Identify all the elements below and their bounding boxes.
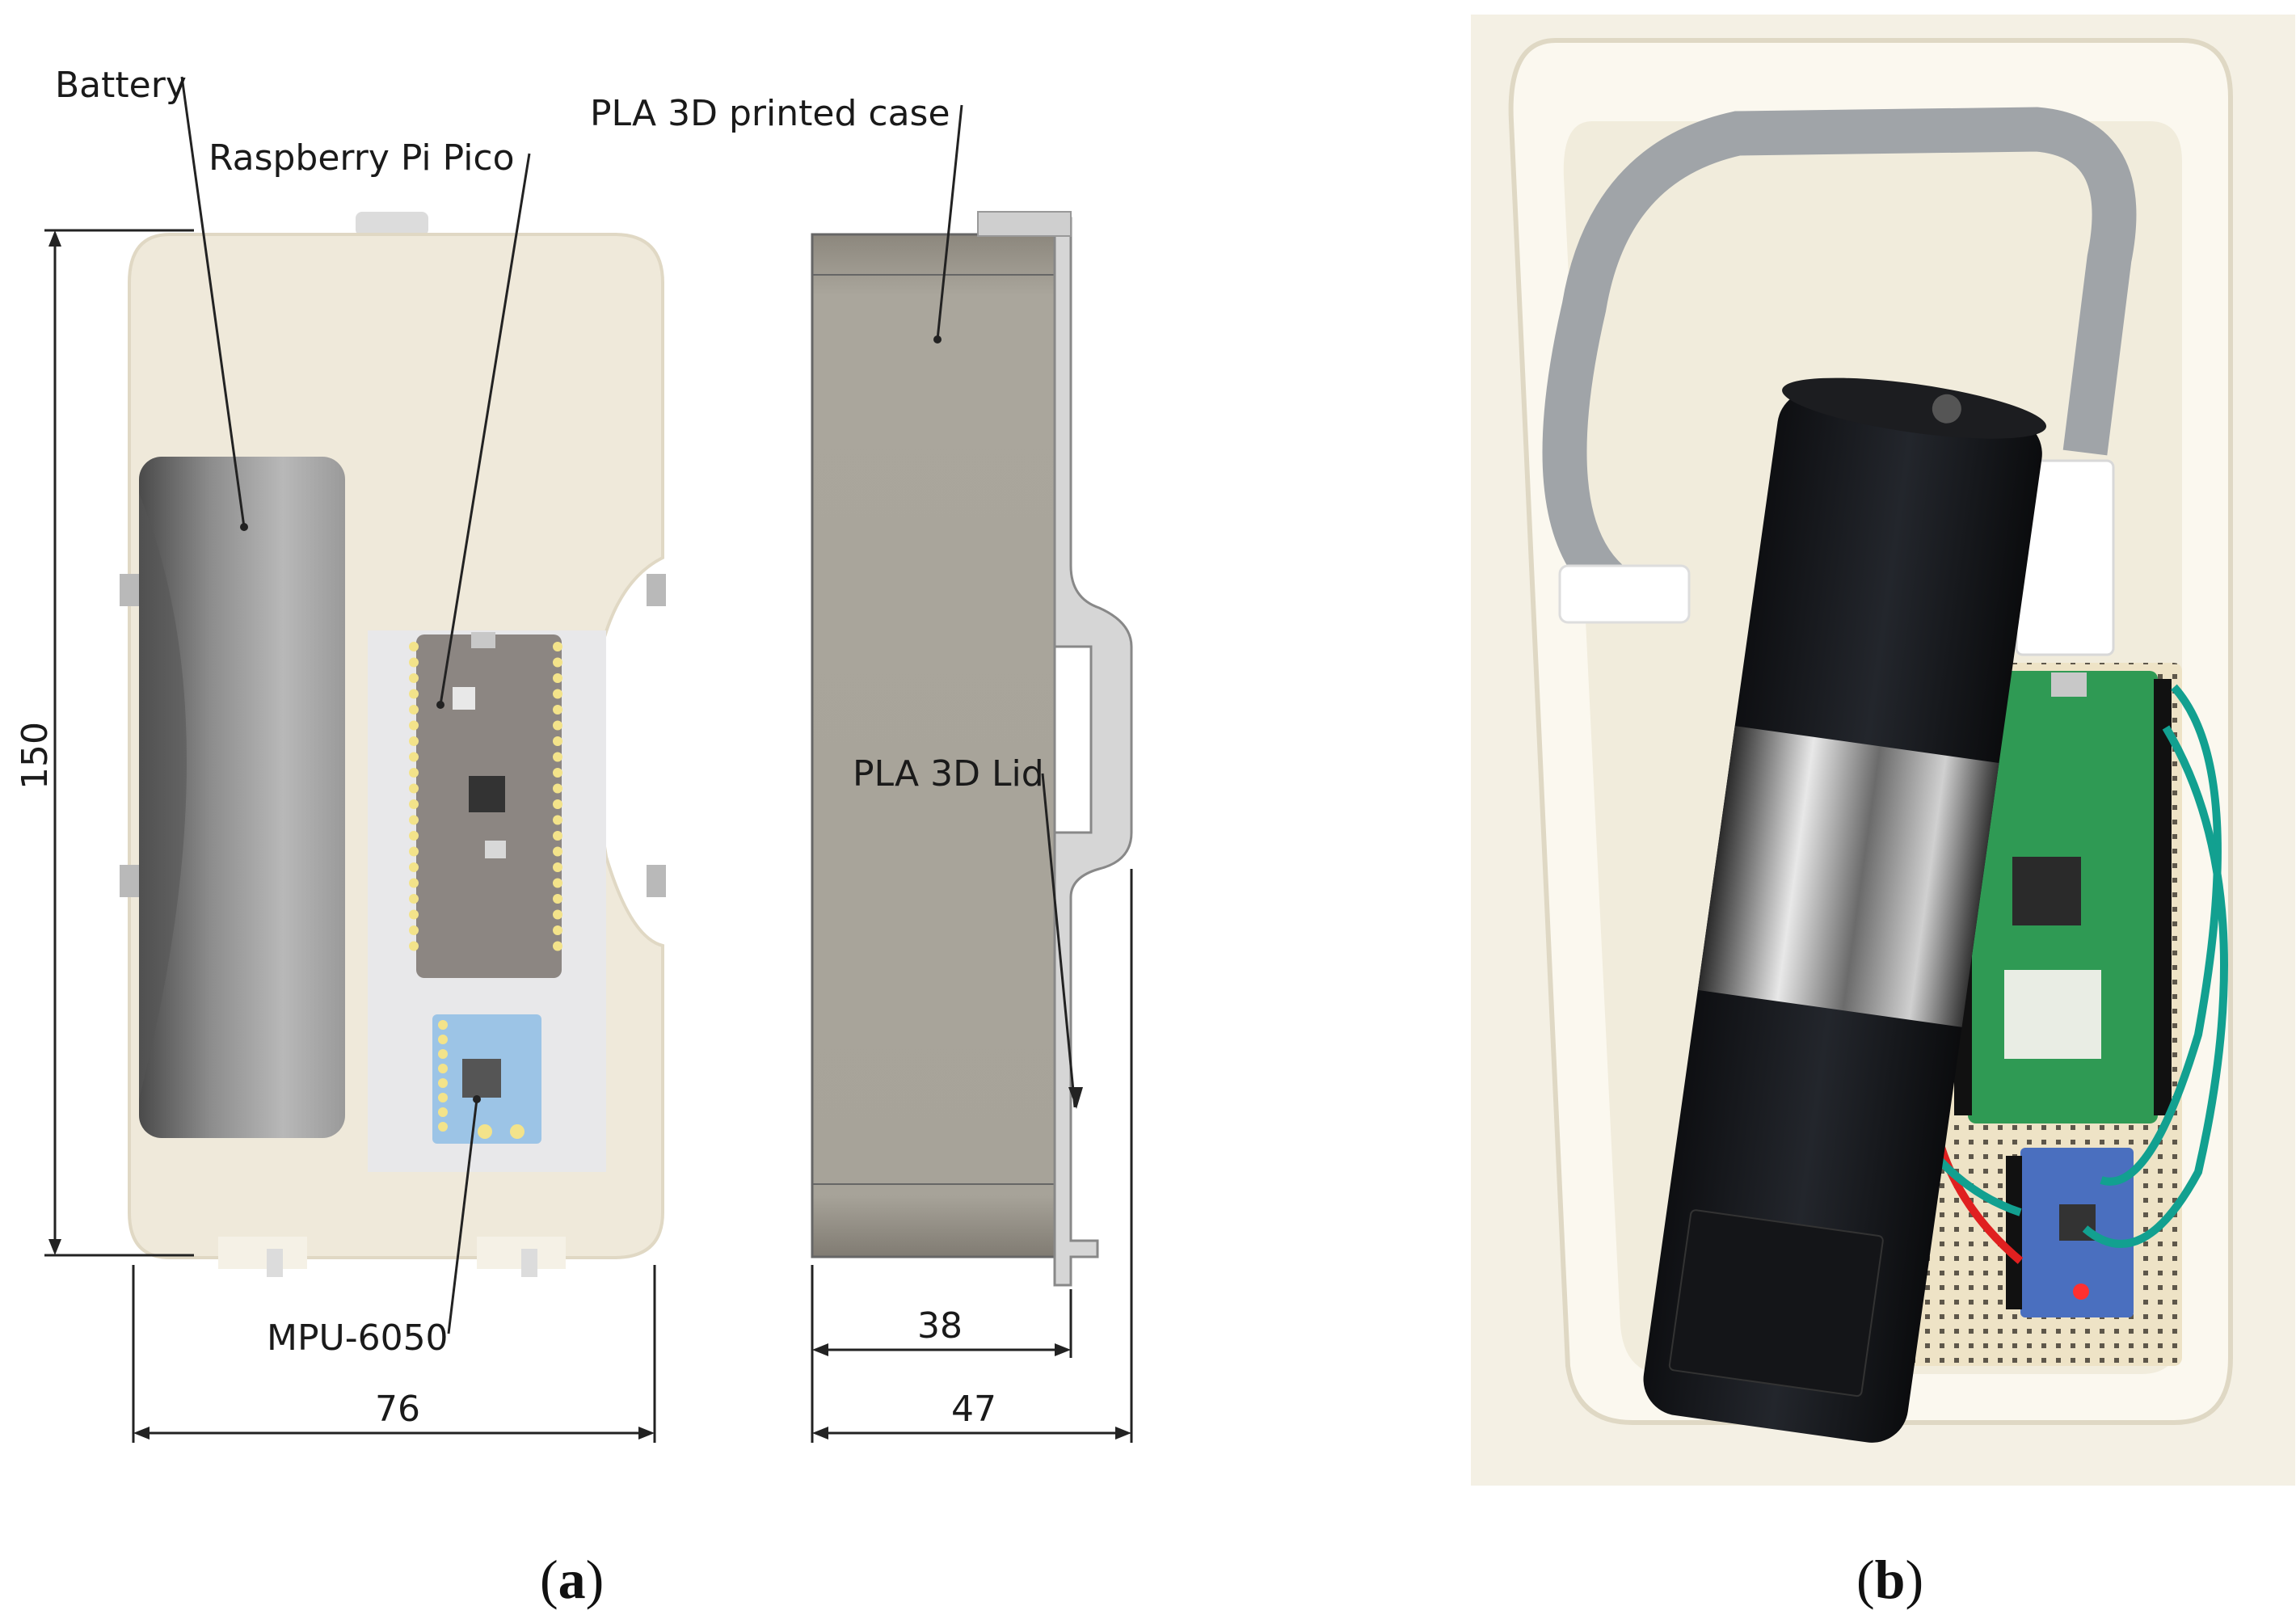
mpu-board-photo [2006,1148,2134,1317]
label-mpu-6050: MPU-6050 [267,1317,449,1359]
caption-b: (b) [1856,1549,1924,1610]
dim-height-150: 150 [15,722,56,790]
mpu-6050-board [432,1014,541,1144]
case-side-view [811,211,1133,1287]
dim-depth-38: 38 [917,1305,963,1347]
bottom-tab-left [218,1237,307,1269]
raspberry-pi-pico-board [409,632,562,978]
top-tab [356,212,428,236]
caption-a: (a) [540,1549,605,1610]
dimension-lines [44,229,1133,1443]
ribbon-cable [1542,107,2137,599]
label-pla-3d-printed-case: PLA 3D printed case [590,93,950,134]
left-clip-top [120,574,139,606]
side-case-body [811,233,1056,1258]
side-lid [1053,217,1133,1287]
battery-photo [1643,377,2047,1443]
panel-b-photo [1471,15,2295,1486]
right-clip-top [647,574,666,606]
left-clip-bottom [120,865,139,897]
lid-slot [1053,645,1093,834]
battery-cylinder [139,457,345,1138]
case-front-view [120,212,666,1277]
panel-a: Battery Raspberry Pi Pico PLA 3D printed… [15,65,1133,1443]
label-battery: Battery [55,65,187,106]
label-pla-3d-lid: PLA 3D Lid [853,753,1044,795]
dim-width-76: 76 [375,1389,420,1430]
label-raspberry-pi-pico: Raspberry Pi Pico [209,137,515,179]
leader-lines [180,76,1076,1334]
dim-depth-47: 47 [951,1389,996,1430]
right-clip-bottom [647,865,666,897]
